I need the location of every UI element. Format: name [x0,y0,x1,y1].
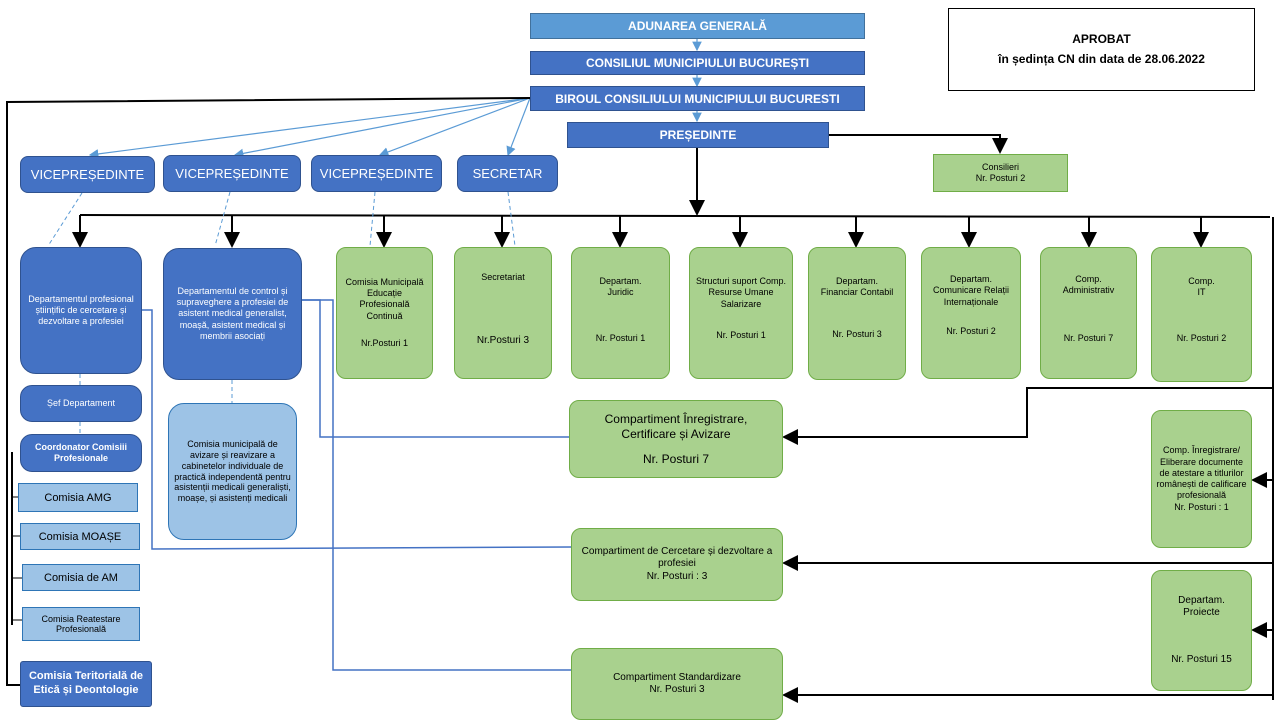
node-sef-departament[interactable]: Șef Departament [20,385,142,422]
node-inregistrare-certificare[interactable]: Compartiment Înregistrare, Certificare ș… [569,400,783,478]
node-comisia-avizare[interactable]: Comisia municipală de avizare și reaviza… [168,403,297,540]
approval-note: APROBAT în ședința CN din data de 28.06.… [948,8,1255,91]
node-vicepresedinte-3[interactable]: VICEPREȘEDINTE [311,155,442,192]
node-standardizare[interactable]: Compartiment Standardizare Nr. Posturi 3 [571,648,783,720]
node-comisia-emc[interactable]: Comisia Municipală Educație Profesională… [336,247,433,379]
node-cercetare-dezvoltare[interactable]: Compartiment de Cercetare și dezvoltare … [571,528,783,601]
node-departament-stiintific[interactable]: Departamentul profesional științific de … [20,247,142,374]
node-comisia-am[interactable]: Comisia de AM [22,564,140,591]
node-eliberare-documente[interactable]: Comp. Înregistrare/ Eliberare documente … [1151,410,1252,548]
node-secretar[interactable]: SECRETAR [457,155,558,192]
node-vicepresedinte-1[interactable]: VICEPREȘEDINTE [20,156,155,193]
node-secretariat[interactable]: Secretariat Nr.Posturi 3 [454,247,552,379]
node-comisia-moase[interactable]: Comisia MOAȘE [20,523,140,550]
node-coordonator-comisii[interactable]: Coordonator Comisiii Profesionale [20,434,142,472]
node-resurse-umane[interactable]: Structuri suport Comp. Resurse Umane Sal… [689,247,793,379]
node-it[interactable]: Comp. IT Nr. Posturi 2 [1151,247,1252,382]
node-comunicare[interactable]: Departam. Comunicare Relații Internațion… [921,247,1021,379]
node-comisia-amg[interactable]: Comisia AMG [18,483,138,512]
node-vicepresedinte-2[interactable]: VICEPREȘEDINTE [163,155,301,192]
node-comisia-etica[interactable]: Comisia Teritorială de Etică și Deontolo… [20,661,152,707]
approval-title: APROBAT [1072,32,1131,47]
node-presedinte[interactable]: PREȘEDINTE [567,122,829,148]
node-consiliul[interactable]: CONSILIUL MUNICIPIULUI BUCUREȘTI [530,51,865,75]
node-financiar-contabil[interactable]: Departam. Financiar Contabil Nr. Posturi… [808,247,906,380]
node-comisia-reatestare[interactable]: Comisia Reatestare Profesională [22,607,140,641]
node-juridic[interactable]: Departam. Juridic Nr. Posturi 1 [571,247,670,379]
approval-date: în ședința CN din data de 28.06.2022 [998,51,1205,66]
node-consilieri[interactable]: Consilieri Nr. Posturi 2 [933,154,1068,192]
node-departament-control[interactable]: Departamentul de control și supraveghere… [163,248,302,380]
node-administrativ[interactable]: Comp. Administrativ Nr. Posturi 7 [1040,247,1137,379]
node-proiecte[interactable]: Departam. Proiecte Nr. Posturi 15 [1151,570,1252,691]
node-biroul[interactable]: BIROUL CONSILIULUI MUNICIPIULUI BUCUREST… [530,86,865,111]
node-adunarea-generala[interactable]: ADUNAREA GENERALĂ [530,13,865,39]
